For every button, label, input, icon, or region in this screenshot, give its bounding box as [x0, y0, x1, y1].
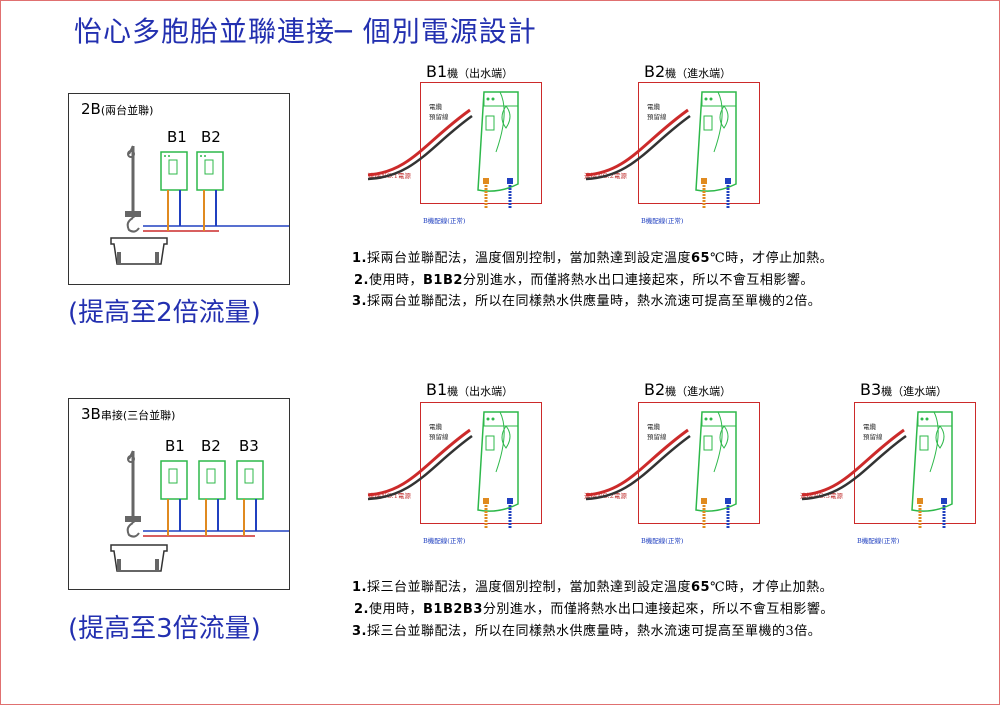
heater-led-a-b1-s1	[486, 97, 490, 101]
heater-curve-b1-s1	[495, 91, 505, 153]
flow-caption-3x: (提高至3倍流量)	[68, 614, 261, 644]
heater-drop-b3-s2	[935, 425, 945, 449]
heater-drop-b2-s2	[719, 425, 729, 449]
power-cable-red-b2-s1	[585, 108, 689, 177]
note-2-s1: 2.使用時，B1B2分別進水，而僅將熱水出口連接起來，所以不會互相影響。	[354, 273, 814, 288]
heater-drop-b1-s2	[501, 425, 511, 449]
page-title: 怡心多胞胎並聯連接─ 個別電源設計	[74, 15, 537, 48]
heater-led-a-b2-s2	[704, 417, 708, 421]
heater-top-b2-s2	[701, 411, 737, 427]
power-cable-red-b1-s1	[367, 108, 471, 177]
heater-panel-b2-s1	[703, 115, 713, 131]
heater-panel-b2-s2	[703, 435, 713, 451]
note-3-s2: 3.採三台並聯配法，所以在同樣熱水供應量時，熱水流速可提高至單機的3倍。	[352, 624, 822, 639]
heater-led-a-b3-s2	[920, 417, 924, 421]
heater-curve-b2-s1	[713, 91, 723, 153]
heater-led-b-b3-s2	[925, 417, 929, 421]
heater-led-a-b2-s1	[704, 97, 708, 101]
heater-body-b1-s2	[477, 411, 519, 512]
unit-title-b1-s2: B1機（出水端）	[426, 380, 514, 399]
cold-fitting-b1-s2	[507, 498, 513, 504]
unit-letter-b2-3b: B2	[201, 437, 221, 455]
overview-schematic-2b	[110, 145, 289, 265]
power-cable-red-b3-s2	[801, 428, 905, 497]
unit-letter-b1: B1	[167, 128, 187, 146]
overview-label-2b: 2B(兩台並聯)	[81, 100, 154, 118]
heater-b2-mini	[196, 151, 224, 231]
heater-drop-b2-s1	[719, 105, 729, 129]
heater-curve-b3-s2	[929, 411, 939, 473]
heater-led-a-b1-s2	[486, 417, 490, 421]
heater-curve-b1-s2	[495, 411, 505, 473]
heater-led-b-b1-s2	[491, 417, 495, 421]
cold-fitting-b3-s2	[941, 498, 947, 504]
unit-letter-b2: B2	[201, 128, 221, 146]
heater-panel-b1-s1	[485, 115, 495, 131]
hot-fitting-b1-s2	[483, 498, 489, 504]
overview-box-2b: 2B(兩台並聯) B1 B2	[68, 93, 290, 285]
hot-fitting-b2-s1	[701, 178, 707, 184]
power-cable-dark-b1-s1	[367, 114, 473, 181]
note-1-s2: 1.採三台並聯配法，溫度個別控制，當加熱達到設定溫度65℃時，才停止加熱。	[352, 580, 834, 595]
unit-title-b2-s1: B2機（進水端）	[644, 62, 732, 81]
overview-label-3b: 3B串接(三台並聯)	[81, 405, 176, 423]
heater-top-b2-s1	[701, 91, 737, 107]
cold-fitting-b1-s1	[507, 178, 513, 184]
heater-b1-mini-3b	[160, 460, 188, 536]
note-1-s1: 1.採兩台並聯配法，溫度個別控制，當加熱達到設定溫度65℃時，才停止加熱。	[352, 251, 834, 266]
heater-curve-b2-s2	[713, 411, 723, 473]
hot-fitting-b2-s2	[701, 498, 707, 504]
heater-top-b1-s1	[483, 91, 519, 107]
heater-body-b2-s2	[695, 411, 737, 512]
heater-b1-mini	[160, 151, 188, 231]
heater-panel-b3-s2	[919, 435, 929, 451]
heater-body-b1-s1	[477, 91, 519, 192]
overview-box-3b: 3B串接(三台並聯) B1 B2 B3	[68, 398, 290, 590]
hot-fitting-b1-s1	[483, 178, 489, 184]
power-cable-red-b1-s2	[367, 428, 471, 497]
unit-title-b2-s2: B2機（進水端）	[644, 380, 732, 399]
heater-body-b3-s2	[911, 411, 953, 512]
heater-b2-mini-3b	[198, 460, 226, 536]
unit-title-b3-s2: B3機（進水端）	[860, 380, 948, 399]
heater-led-b-b2-s1	[709, 97, 713, 101]
unit-letter-b3-3b: B3	[239, 437, 259, 455]
power-cable-red-b2-s2	[585, 428, 689, 497]
heater-body-b2-s1	[695, 91, 737, 192]
note-2-s2: 2.使用時，B1B2B3分別進水，而僅將熱水出口連接起來，所以不會互相影響。	[354, 602, 834, 617]
power-cable-dark-b2-s1	[585, 114, 691, 181]
heater-led-b-b1-s1	[491, 97, 495, 101]
heater-b3-mini-3b	[236, 460, 264, 536]
power-cable-dark-b1-s2	[367, 434, 473, 501]
power-cable-dark-b2-s2	[585, 434, 691, 501]
unit-title-b1-s1: B1機（出水端）	[426, 62, 514, 81]
heater-top-b1-s2	[483, 411, 519, 427]
unit-letter-b1-3b: B1	[165, 437, 185, 455]
heater-top-b3-s2	[917, 411, 953, 427]
heater-led-b-b2-s2	[709, 417, 713, 421]
power-cable-dark-b3-s2	[801, 434, 907, 501]
note-3-s1: 3.採兩台並聯配法，所以在同樣熱水供應量時，熱水流速可提高至單機的2倍。	[352, 294, 822, 309]
hot-fitting-b3-s2	[917, 498, 923, 504]
flow-caption-2x: (提高至2倍流量)	[68, 298, 261, 328]
heater-drop-b1-s1	[501, 105, 511, 129]
cold-fitting-b2-s1	[725, 178, 731, 184]
heater-panel-b1-s2	[485, 435, 495, 451]
cold-fitting-b2-s2	[725, 498, 731, 504]
overview-schematic-3b	[110, 450, 289, 572]
